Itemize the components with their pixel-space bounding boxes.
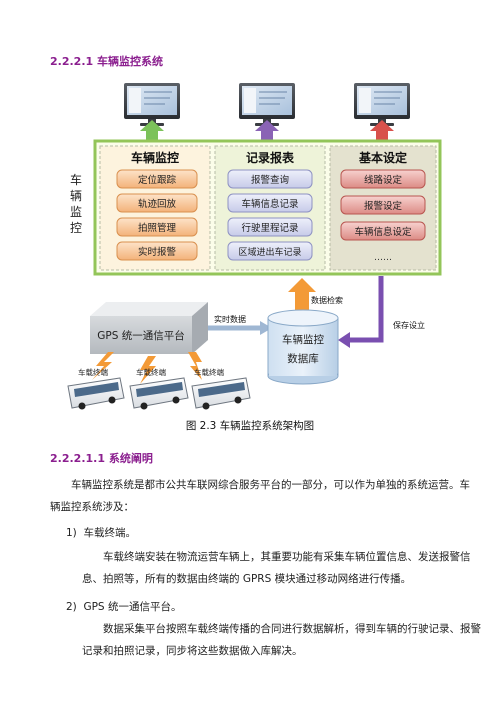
realtime-data-label: 实时数据 [214, 314, 246, 324]
architecture-diagram: 车辆监控 记录报表 基本设定 定位跟踪 轨迹回放 拍照管理 实时报警 报警查询 … [67, 83, 442, 410]
module-button: 线路设定 [340, 169, 426, 189]
vehicle-terminal-label: 车载终端 [136, 367, 166, 377]
vehicle-terminal-label: 车载终端 [78, 367, 108, 377]
monitor-icon-3 [354, 83, 410, 126]
svg-text:轨迹回放: 轨迹回放 [138, 198, 177, 210]
list-item: 2) GPS 统一通信平台。 [66, 596, 181, 618]
module-button: 车辆信息记录 [227, 193, 313, 213]
save-settings-arrow [338, 276, 384, 348]
arrow-up-green [140, 120, 164, 141]
bus-icon [67, 377, 125, 410]
panel-title-2: 记录报表 [246, 150, 295, 165]
svg-text:数据库: 数据库 [287, 352, 319, 365]
data-retrieval-label: 数据检索 [311, 295, 343, 305]
bus-icon [191, 377, 251, 410]
section-heading: 2.2.2.1 车辆监控系统 [50, 55, 163, 68]
svg-text:定位跟踪: 定位跟踪 [138, 174, 177, 186]
bus-icon [129, 377, 189, 410]
module-button: 行驶里程记录 [227, 217, 313, 237]
panel-title-3: 基本设定 [358, 150, 407, 165]
monitor-icon-2 [239, 83, 295, 126]
list-title: GPS 统一通信平台。 [83, 601, 182, 613]
subsection-heading: 2.2.2.1.1 系统阐明 [50, 452, 153, 465]
svg-text:区域进出车记录: 区域进出车记录 [238, 246, 301, 258]
module-button: 车辆信息设定 [340, 221, 426, 241]
svg-text:实时报警: 实时报警 [138, 246, 177, 258]
list-number: 1) [66, 527, 77, 539]
module-button: 定位跟踪 [116, 169, 198, 189]
realtime-data-arrow [208, 321, 272, 335]
module-button: 区域进出车记录 [227, 241, 313, 261]
list-number: 2) [66, 601, 77, 613]
intro-paragraph: 车辆监控系统是都市公共车联网综合服务平台的一部分，可以作为单独的系统运营。车辆监… [50, 479, 470, 513]
svg-text:GPS 统一通信平台: GPS 统一通信平台 [97, 329, 184, 342]
svg-text:车辆信息设定: 车辆信息设定 [354, 226, 412, 238]
list-description: 数据采集平台按照车载终端传播的合同进行数据解析，得到车辆的行驶记录、报警记录和拍… [82, 623, 481, 657]
side-label-char: 车 [70, 172, 82, 187]
list-item: 1) 车载终端。 [66, 522, 136, 544]
module-button: 实时报警 [116, 241, 198, 261]
module-button: 报警查询 [227, 169, 313, 189]
list-title: 车载终端。 [83, 527, 136, 539]
data-retrieval-arrow [288, 278, 316, 320]
gps-platform-box: GPS 统一通信平台 [90, 302, 208, 354]
side-label-char: 监 [70, 205, 82, 219]
figure-caption: 图 2.3 车辆监控系统架构图 [185, 420, 315, 432]
arrow-up-red [370, 120, 394, 141]
signal-icon [92, 352, 114, 380]
vehicle-terminal-label: 车载终端 [194, 367, 224, 377]
panel-title-1: 车辆监控 [131, 150, 179, 165]
signal-icon [140, 356, 156, 384]
svg-text:报警查询: 报警查询 [251, 174, 289, 186]
svg-text:车辆监控: 车辆监控 [282, 333, 324, 346]
database-icon: 车辆监控 数据库 [267, 309, 339, 385]
svg-text:报警设定: 报警设定 [364, 200, 403, 212]
module-button: 轨迹回放 [116, 193, 198, 213]
monitor-icon-1 [124, 83, 180, 126]
svg-text:行驶里程记录: 行驶里程记录 [241, 222, 299, 234]
list-description: 车载终端安装在物流运营车辆上，其重要功能有采集车辆位置信息、发送报警信息、拍照等… [82, 551, 471, 585]
signal-icon [188, 352, 202, 380]
side-label-char: 控 [70, 221, 82, 235]
more-ellipsis: …… [374, 253, 392, 263]
svg-text:拍照管理: 拍照管理 [138, 222, 177, 234]
side-label-char: 辆 [70, 189, 82, 203]
arrow-up-purple [255, 120, 279, 141]
module-button: 拍照管理 [116, 217, 198, 237]
save-settings-label: 保存设立 [393, 320, 425, 330]
module-button: 报警设定 [340, 195, 426, 215]
svg-text:车辆信息记录: 车辆信息记录 [241, 198, 299, 210]
svg-text:线路设定: 线路设定 [364, 174, 403, 186]
